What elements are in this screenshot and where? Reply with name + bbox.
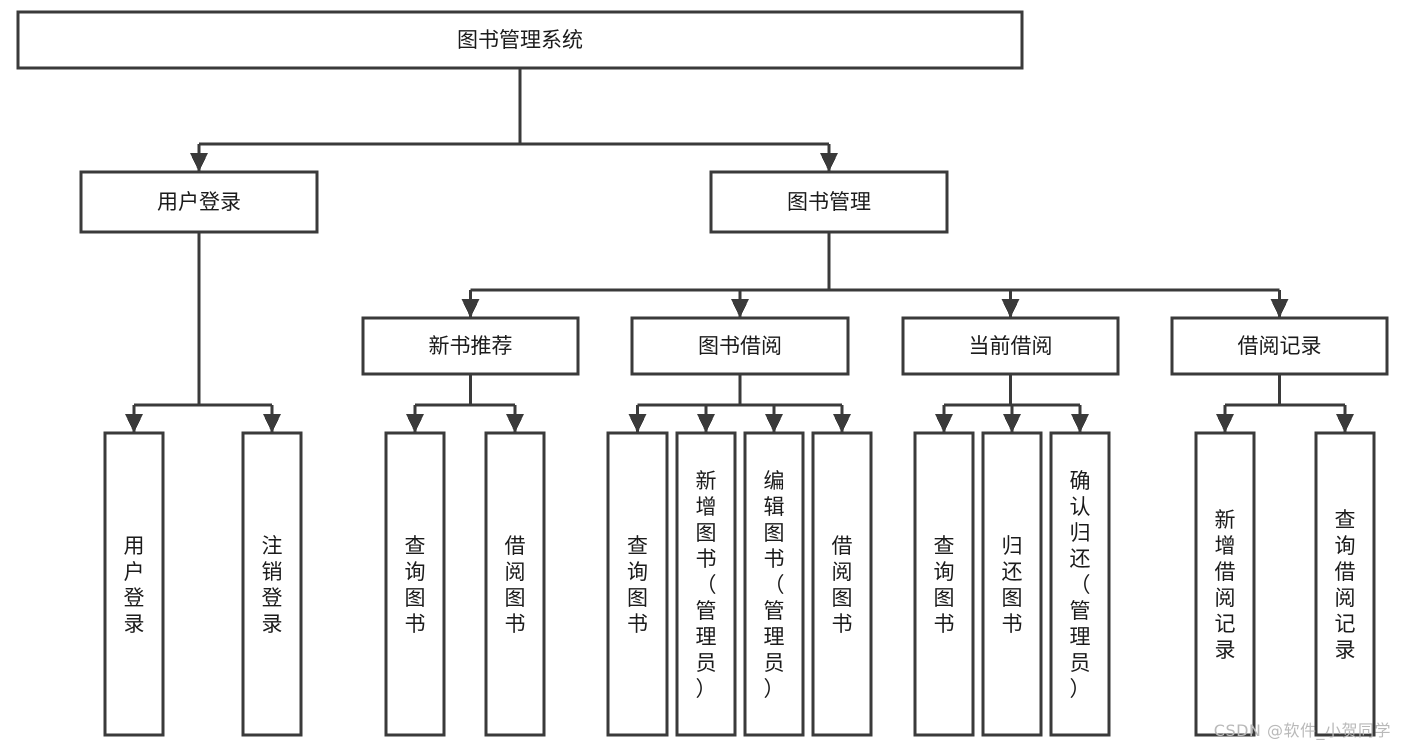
node-label-leaf-query-borrow-record: 查询借阅记录 bbox=[1335, 508, 1356, 662]
node-box-leaf-confirm-return-admin bbox=[1049, 431, 1111, 737]
node-box-root bbox=[16, 10, 1024, 70]
node-borrow-record[interactable]: 借阅记录 bbox=[1170, 316, 1389, 376]
arrow-head-current-borrow-2 bbox=[1071, 414, 1089, 433]
arrow-head-book-manage-2 bbox=[1001, 299, 1020, 318]
arrow-head-book-manage-3 bbox=[1270, 299, 1289, 318]
node-label-leaf-add-book-admin: 新增图书（管理员） bbox=[696, 469, 717, 701]
node-leaf-add-book-admin[interactable]: 新增图书（管理员） bbox=[675, 431, 737, 737]
arrow-head-current-borrow-0 bbox=[935, 414, 953, 433]
node-label-user-login: 用户登录 bbox=[157, 190, 241, 214]
node-box-leaf-borrow-book bbox=[811, 431, 873, 737]
node-label-leaf-edit-book-admin: 编辑图书（管理员） bbox=[764, 469, 785, 701]
node-root[interactable]: 图书管理系统 bbox=[16, 10, 1024, 70]
node-box-user-login bbox=[79, 170, 319, 234]
node-label-leaf-user-login: 用户登录 bbox=[124, 534, 145, 636]
connector-layer bbox=[125, 68, 1354, 433]
arrow-head-current-borrow-1 bbox=[1003, 414, 1021, 433]
node-label-leaf-query-book-current: 查询图书 bbox=[934, 534, 955, 636]
arrow-head-root-0 bbox=[190, 153, 208, 172]
node-box-new-book-recommend bbox=[361, 316, 580, 376]
arrow-head-new-book-recommend-1 bbox=[506, 414, 524, 433]
node-label-leaf-borrow-book-recommend: 借阅图书 bbox=[505, 534, 526, 636]
arrow-head-user-login-1 bbox=[263, 414, 281, 433]
node-user-login[interactable]: 用户登录 bbox=[79, 170, 319, 234]
node-leaf-query-book-current[interactable]: 查询图书 bbox=[913, 431, 975, 737]
node-leaf-user-login[interactable]: 用户登录 bbox=[103, 431, 165, 737]
node-leaf-user-logout[interactable]: 注销登录 bbox=[241, 431, 303, 737]
node-box-leaf-add-book-admin bbox=[675, 431, 737, 737]
node-box-leaf-user-logout bbox=[241, 431, 303, 737]
node-book-manage[interactable]: 图书管理 bbox=[709, 170, 949, 234]
node-leaf-query-borrow-record[interactable]: 查询借阅记录 bbox=[1314, 431, 1376, 737]
node-leaf-query-book-recommend[interactable]: 查询图书 bbox=[384, 431, 446, 737]
node-leaf-confirm-return-admin[interactable]: 确认归还（管理员） bbox=[1049, 431, 1111, 737]
arrow-head-borrow-record-0 bbox=[1216, 414, 1234, 433]
arrow-head-user-login-0 bbox=[125, 414, 143, 433]
csdn-watermark: CSDN @软件_小贺同学 bbox=[1213, 721, 1391, 740]
node-box-leaf-return-book bbox=[981, 431, 1043, 737]
node-box-leaf-query-book-recommend bbox=[384, 431, 446, 737]
node-label-leaf-borrow-book: 借阅图书 bbox=[832, 534, 853, 636]
arrow-head-root-1 bbox=[820, 153, 838, 172]
node-leaf-edit-book-admin[interactable]: 编辑图书（管理员） bbox=[743, 431, 805, 737]
node-book-borrow[interactable]: 图书借阅 bbox=[630, 316, 850, 376]
node-layer: 图书管理系统用户登录图书管理新书推荐图书借阅当前借阅借阅记录用户登录注销登录查询… bbox=[16, 10, 1389, 737]
node-label-new-book-recommend: 新书推荐 bbox=[429, 334, 513, 358]
node-box-leaf-query-borrow-record bbox=[1314, 431, 1376, 737]
arrow-head-new-book-recommend-0 bbox=[406, 414, 424, 433]
node-current-borrow[interactable]: 当前借阅 bbox=[901, 316, 1120, 376]
node-box-leaf-query-book-current bbox=[913, 431, 975, 737]
node-label-leaf-query-book-borrow: 查询图书 bbox=[627, 534, 648, 636]
arrow-head-book-borrow-3 bbox=[833, 414, 851, 433]
node-leaf-borrow-book-recommend[interactable]: 借阅图书 bbox=[484, 431, 546, 737]
node-label-current-borrow: 当前借阅 bbox=[969, 334, 1053, 358]
arrow-head-book-borrow-2 bbox=[765, 414, 783, 433]
arrow-head-book-borrow-0 bbox=[628, 414, 647, 433]
arrow-head-book-manage-0 bbox=[461, 299, 480, 318]
node-box-leaf-borrow-book-recommend bbox=[484, 431, 546, 737]
node-box-leaf-add-borrow-record bbox=[1194, 431, 1256, 737]
arrow-head-book-borrow-1 bbox=[697, 414, 715, 433]
node-box-leaf-query-book-borrow bbox=[606, 431, 669, 737]
node-label-book-manage: 图书管理 bbox=[787, 190, 871, 214]
node-label-leaf-user-logout: 注销登录 bbox=[262, 534, 283, 636]
node-box-book-borrow bbox=[630, 316, 850, 376]
node-label-leaf-confirm-return-admin: 确认归还（管理员） bbox=[1070, 469, 1091, 701]
node-box-leaf-user-login bbox=[103, 431, 165, 737]
node-label-leaf-query-book-recommend: 查询图书 bbox=[405, 534, 426, 636]
arrow-head-borrow-record-1 bbox=[1336, 414, 1354, 433]
node-leaf-borrow-book[interactable]: 借阅图书 bbox=[811, 431, 873, 737]
node-leaf-add-borrow-record[interactable]: 新增借阅记录 bbox=[1194, 431, 1256, 737]
node-box-leaf-edit-book-admin bbox=[743, 431, 805, 737]
node-box-current-borrow bbox=[901, 316, 1120, 376]
node-box-book-manage bbox=[709, 170, 949, 234]
node-box-borrow-record bbox=[1170, 316, 1389, 376]
node-label-root: 图书管理系统 bbox=[457, 28, 583, 52]
node-label-leaf-return-book: 归还图书 bbox=[1002, 534, 1023, 636]
arrow-head-book-manage-1 bbox=[731, 299, 749, 318]
node-leaf-return-book[interactable]: 归还图书 bbox=[981, 431, 1043, 737]
node-label-leaf-add-borrow-record: 新增借阅记录 bbox=[1215, 508, 1236, 662]
node-leaf-query-book-borrow[interactable]: 查询图书 bbox=[606, 431, 669, 737]
node-new-book-recommend[interactable]: 新书推荐 bbox=[361, 316, 580, 376]
node-label-borrow-record: 借阅记录 bbox=[1238, 334, 1322, 358]
node-label-book-borrow: 图书借阅 bbox=[698, 334, 782, 358]
